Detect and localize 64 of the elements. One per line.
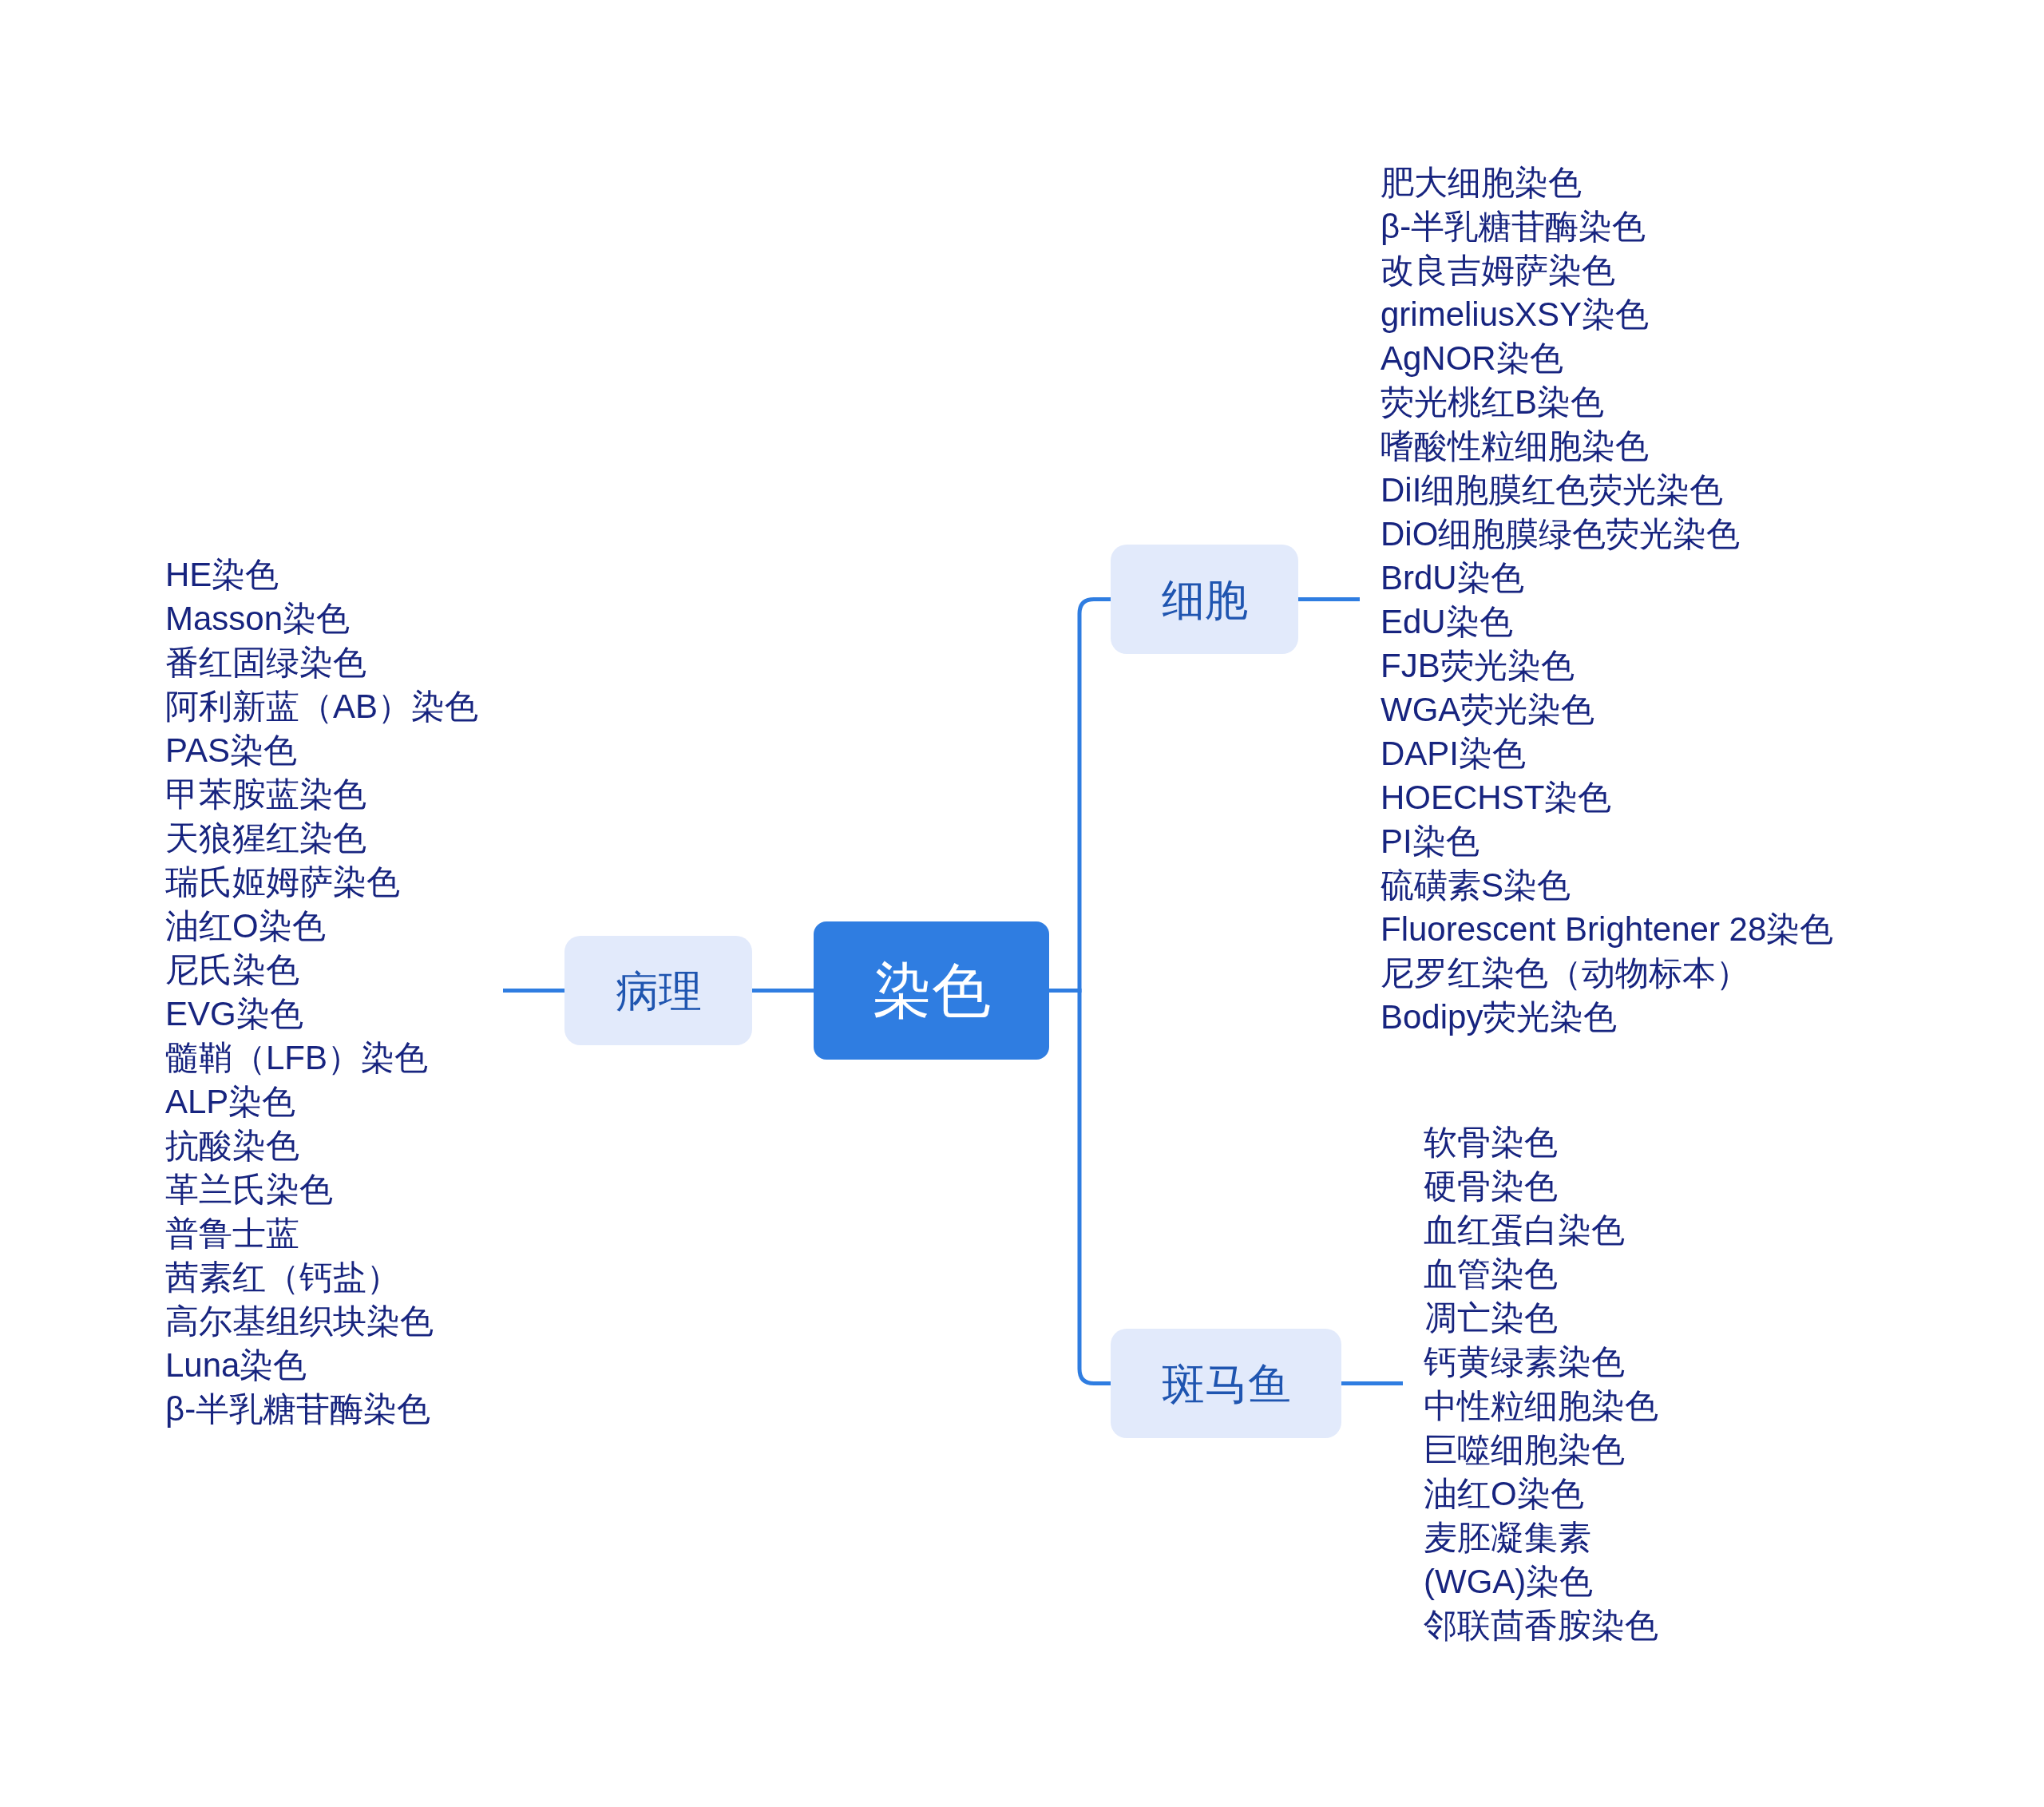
subtopic-text: Masson染色 — [165, 599, 351, 639]
topic-box — [1111, 545, 1298, 654]
subtopic-text: 改良吉姆萨染色 — [1380, 251, 1615, 291]
connector-line — [1298, 597, 1360, 601]
subtopic-text: Luna染色 — [165, 1345, 307, 1385]
subtopic-text: 甲苯胺蓝染色 — [165, 775, 366, 814]
subtopic-text: 尼罗红染色（动物标本） — [1380, 953, 1749, 993]
subtopic-text: ALP染色 — [165, 1082, 296, 1122]
topic-box — [564, 936, 752, 1045]
subtopic-text: 天狼猩红染色 — [165, 818, 366, 858]
subtopic-text: β-半乳糖苷酶染色 — [1380, 207, 1646, 247]
subtopic-text: 尼氏染色 — [165, 950, 299, 990]
subtopic-text: 肥大细胞染色 — [1380, 163, 1582, 203]
topic-text: 病理 — [615, 969, 702, 1012]
subtopic-text: 麦胚凝集素(WGA)染色 — [1424, 1518, 1594, 1602]
subtopic-text: 凋亡染色 — [1424, 1298, 1558, 1338]
subtopic-text: 软骨染色 — [1424, 1123, 1558, 1163]
subtopic-text: 茜素红（钙盐） — [165, 1258, 400, 1298]
subtopic-text: Fluorescent Brightener 28染色 — [1380, 909, 1834, 949]
subtopic-text: 中性粒细胞染色 — [1424, 1386, 1658, 1426]
subtopic-text: 血红蛋白染色 — [1424, 1211, 1625, 1250]
subtopic-text: 抗酸染色 — [165, 1126, 299, 1166]
subtopic-text: 油红O染色 — [1424, 1474, 1584, 1514]
subtopic-text: FJB荧光染色 — [1380, 646, 1575, 686]
central-topic-box — [814, 921, 1049, 1060]
subtopic-text: 普鲁士蓝 — [165, 1214, 299, 1254]
subtopic-text: HE染色 — [165, 555, 279, 595]
topic-text: 细胞 — [1161, 577, 1248, 621]
subtopic-text: 油红O染色 — [165, 906, 326, 946]
subtopic-text: DiI细胞膜红色荧光染色 — [1380, 470, 1724, 510]
subtopic-text: 巨噬细胞染色 — [1424, 1430, 1625, 1470]
subtopic-text: 高尔基组织块染色 — [165, 1302, 434, 1341]
subtopic-text: DiO细胞膜绿色荧光染色 — [1380, 514, 1741, 554]
subtopic-text: PAS染色 — [165, 731, 297, 771]
subtopic-text: 阿利新蓝（AB）染色 — [165, 687, 479, 727]
subtopic-text: Bodipy荧光染色 — [1380, 997, 1618, 1037]
subtopic-text: 邻联茴香胺染色 — [1424, 1606, 1658, 1646]
subtopic-text: EdU染色 — [1380, 602, 1513, 642]
subtopic-text: β-半乳糖苷酶染色 — [165, 1389, 431, 1429]
connector-line — [503, 989, 564, 993]
subtopic-text: BrdU染色 — [1380, 558, 1524, 598]
subtopic-text: EVG染色 — [165, 994, 303, 1034]
topic-box — [1111, 1329, 1341, 1438]
subtopic-text: AgNOR染色 — [1380, 339, 1563, 378]
subtopic-text: DAPI染色 — [1380, 734, 1527, 774]
subtopic-text: 番红固绿染色 — [165, 643, 366, 683]
connector-line — [752, 989, 814, 993]
subtopic-text: 血管染色 — [1424, 1254, 1558, 1294]
subtopic-text: 革兰氏染色 — [165, 1170, 333, 1210]
subtopic-text: 荧光桃红B染色 — [1380, 382, 1604, 422]
subtopic-text: 硬骨染色 — [1424, 1167, 1558, 1207]
subtopic-text: HOECHST染色 — [1380, 778, 1612, 818]
subtopic-text: grimeliusXSY染色 — [1380, 295, 1650, 335]
central-topic-text: 染色 — [872, 961, 991, 1020]
connector-line — [1341, 1381, 1403, 1385]
subtopic-text: 嗜酸性粒细胞染色 — [1380, 426, 1649, 466]
topic-text: 斑马鱼 — [1161, 1361, 1291, 1405]
subtopic-text: WGA荧光染色 — [1380, 690, 1595, 730]
subtopic-text: 髓鞘（LFB）染色 — [165, 1038, 429, 1078]
subtopic-text: PI染色 — [1380, 822, 1480, 862]
subtopic-text: 硫磺素S染色 — [1380, 866, 1571, 905]
connector-line — [1049, 989, 1111, 1385]
subtopic-text: 瑞氏姬姆萨染色 — [165, 862, 400, 902]
subtopic-text: 钙黄绿素染色 — [1424, 1342, 1625, 1382]
